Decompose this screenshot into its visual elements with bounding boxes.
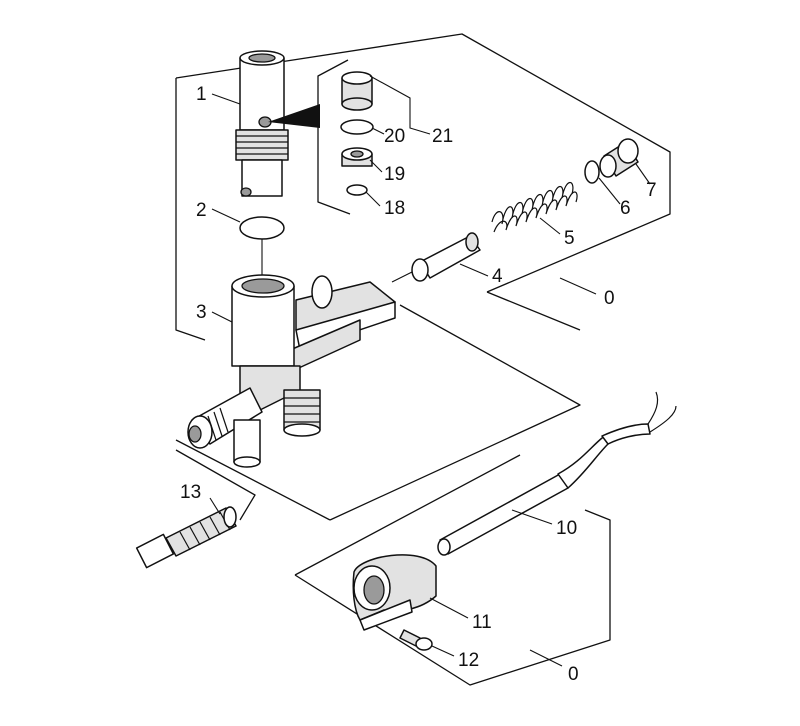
- connector-part-1: [235, 50, 289, 197]
- callout-1: 1: [196, 84, 207, 105]
- callout-12: 12: [458, 650, 479, 671]
- mid-frame: [329, 304, 581, 521]
- cap-part-21: [341, 71, 373, 111]
- callout-0-top: 0: [604, 288, 615, 309]
- plug-part-7: [599, 138, 639, 178]
- callout-21: 21: [432, 126, 453, 147]
- valve-insert-part-19: [341, 147, 373, 167]
- o-ring-part-18: [346, 184, 368, 196]
- strainer-frame: [175, 449, 256, 521]
- upper-assembly-frame-top: [175, 33, 671, 293]
- o-ring-part-2: [239, 216, 285, 240]
- callout-18: 18: [384, 198, 405, 219]
- callout-20: 20: [384, 126, 405, 147]
- upper-assembly-frame: [175, 78, 206, 341]
- plunger-part-4: [411, 232, 481, 282]
- lower-left-frame: [175, 439, 331, 521]
- callout-11: 11: [472, 612, 492, 633]
- strainer-part-13: [135, 506, 237, 569]
- callout-3: 3: [196, 302, 207, 323]
- detail-pointer-1: [268, 104, 320, 128]
- clamp-part-11: [352, 554, 437, 631]
- spring-part-5: [491, 181, 578, 233]
- small-parts-frame: [317, 59, 351, 215]
- callout-6: 6: [620, 198, 631, 219]
- callout-13: 13: [180, 482, 201, 503]
- callout-4: 4: [492, 266, 503, 287]
- probe-part-10: [437, 391, 677, 556]
- o-ring-part-6: [584, 160, 600, 184]
- screw-part-12: [399, 629, 433, 651]
- upper-group-frame-right: [486, 291, 581, 331]
- axis-line-2: [391, 271, 413, 283]
- callout-2: 2: [196, 200, 207, 221]
- callout-19: 19: [384, 164, 405, 185]
- o-ring-part-20: [340, 119, 374, 135]
- lower-assembly-frame-right: [294, 509, 611, 686]
- lower-assembly-frame: [294, 454, 521, 576]
- callout-5: 5: [564, 228, 575, 249]
- callout-10: 10: [556, 518, 577, 539]
- callout-0-bottom: 0: [568, 664, 579, 685]
- leader-lines: [209, 75, 651, 667]
- valve-body-part-3: [187, 274, 396, 468]
- callout-7: 7: [646, 180, 657, 201]
